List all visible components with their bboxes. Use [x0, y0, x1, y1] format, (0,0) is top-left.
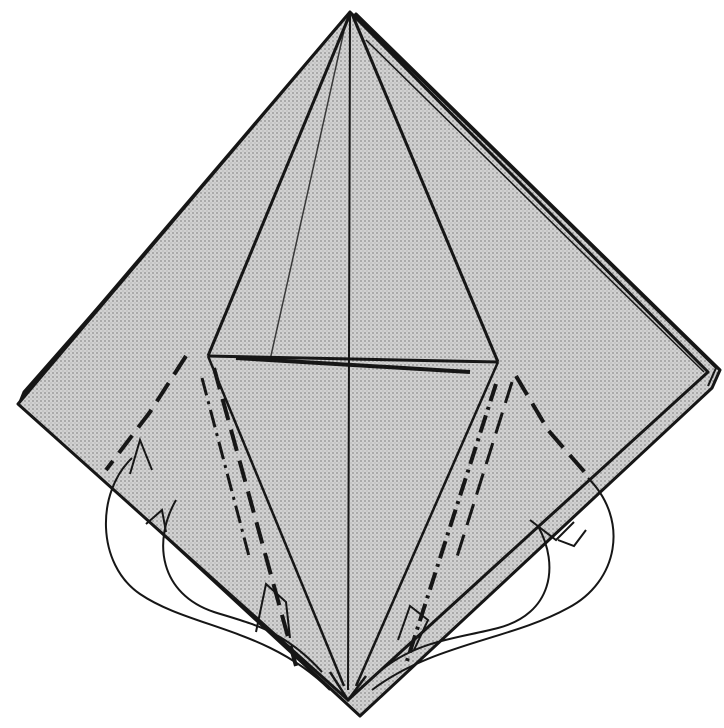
- paper-front-layer: [18, 12, 708, 700]
